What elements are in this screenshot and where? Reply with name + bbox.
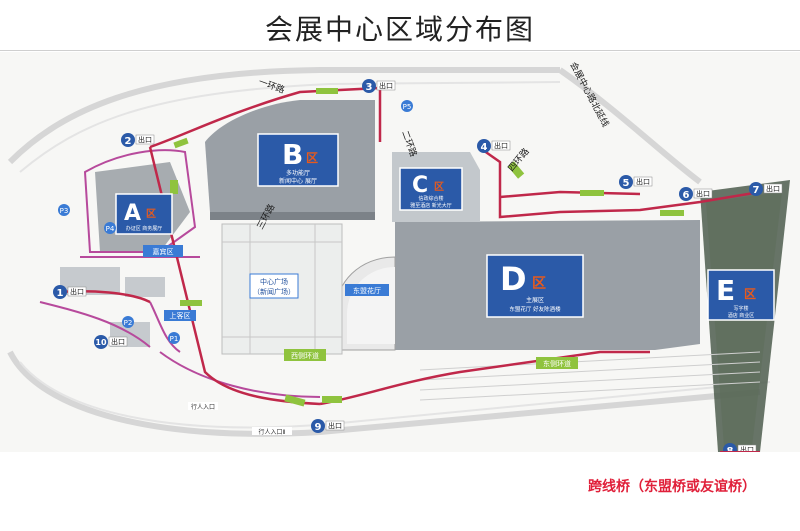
svg-text:出口: 出口 — [740, 445, 754, 452]
svg-text:行人入口: 行人入口 — [191, 403, 215, 411]
svg-text:8: 8 — [727, 446, 734, 452]
pedestrian-entrance-1: 行人入口 — [188, 402, 218, 411]
svg-text:P4: P4 — [106, 225, 115, 233]
svg-text:1: 1 — [57, 288, 64, 299]
svg-text:7: 7 — [753, 185, 760, 196]
west-ring-badge-bg — [284, 349, 326, 361]
zone-d-label-box — [486, 254, 584, 318]
rail-lines — [419, 351, 761, 401]
zone-a-desc: 办证区 商务展厅 — [126, 225, 163, 232]
parking-p5: P5 — [401, 100, 413, 112]
title-divider — [0, 50, 800, 51]
west-ring-label: 西侧环道 — [291, 351, 319, 360]
svg-text:P2: P2 — [124, 319, 133, 327]
gate-1: 1 出口 — [53, 285, 87, 299]
vip-area-label: 上客区 — [170, 311, 191, 320]
svg-text:10: 10 — [95, 338, 107, 347]
parking-p2: P2 — [122, 316, 134, 328]
svg-text:行人入口Ⅱ: 行人入口Ⅱ — [259, 428, 286, 436]
gate-2: 2 出口 — [121, 133, 155, 147]
central-plaza-box — [249, 273, 299, 299]
gate-8: 8 出口 — [723, 443, 757, 452]
zone-c-desc1: 信政综合楼 — [418, 195, 443, 202]
svg-text:P3: P3 — [60, 207, 69, 215]
svg-text:2: 2 — [125, 136, 132, 147]
svg-text:P1: P1 — [170, 335, 179, 343]
gate-7: 7 出口 — [749, 182, 783, 196]
gate-6: 6 出口 — [679, 187, 713, 201]
zone-d-letter: D — [500, 260, 527, 298]
parking-p1: P1 — [168, 332, 180, 344]
zone-d-desc2: 东盟花厅 好友陈酒楼 — [509, 305, 561, 313]
svg-text:出口: 出口 — [494, 141, 508, 150]
svg-text:9: 9 — [315, 422, 322, 433]
zone-c-qu: 区 — [434, 181, 444, 193]
zone-e-qu: 区 — [744, 287, 756, 301]
purple-roads — [39, 149, 321, 398]
venue-map: 西侧环道 东侧环道 一环路 二环路 三环路 四环路 会展中心路北延线 B 区 多… — [0, 52, 800, 452]
zone-a-letter: A — [124, 201, 141, 226]
zone-a-qu: 区 — [146, 208, 156, 220]
flower-hall-box — [345, 284, 389, 296]
svg-text:出口: 出口 — [636, 177, 650, 186]
zone-c-letter: C — [412, 173, 428, 198]
zone-e-letter: E — [716, 274, 735, 307]
parking-p4: P4 — [104, 222, 116, 234]
zone-d-desc1: 主展区 — [526, 296, 544, 304]
zone-c-desc2: 雅至酒店 新光大厅 — [410, 202, 452, 209]
svg-text:出口: 出口 — [379, 81, 393, 90]
svg-text:6: 6 — [683, 190, 690, 201]
gate-3: 3 出口 — [362, 79, 396, 93]
gate-10: 10 出口 — [94, 335, 128, 349]
central-plaza-label-2: （新闻广场） — [253, 287, 295, 296]
zone-b-desc1: 多功能厅 — [286, 169, 310, 177]
green-road-segments — [170, 88, 684, 407]
svg-text:4: 4 — [481, 142, 488, 153]
svg-text:出口: 出口 — [696, 189, 710, 198]
page-title: 会展中心区域分布图 — [264, 13, 535, 46]
guest-area-label: 嘉宾区 — [153, 247, 174, 256]
svg-text:出口: 出口 — [138, 135, 152, 144]
pedestrian-entrance-2: 行人入口Ⅱ — [252, 427, 292, 436]
zone-e-label-box — [707, 269, 775, 321]
east-ring-label: 东侧环道 — [543, 359, 571, 368]
guest-area-box — [143, 245, 183, 257]
svg-text:3: 3 — [366, 82, 373, 93]
svg-text:出口: 出口 — [70, 287, 84, 296]
zone-b-desc2: 新闻中心 展厅 — [279, 177, 317, 185]
zone-e-desc1: 写字楼 — [733, 305, 748, 312]
central-plaza-label-1: 中心广场 — [260, 277, 288, 286]
zone-c-label-box — [399, 167, 463, 211]
zone-b-qu: 区 — [306, 151, 318, 165]
parking-p3: P3 — [58, 204, 70, 216]
zone-e-desc2: 酒店 商业区 — [728, 312, 755, 319]
zone-d-qu: 区 — [532, 276, 546, 292]
svg-text:出口: 出口 — [766, 184, 780, 193]
gate-4: 4 出口 — [477, 139, 511, 153]
gate-5: 5 出口 — [619, 175, 653, 189]
gate-9: 9 出口 — [311, 419, 345, 433]
east-ring-badge-bg — [536, 357, 578, 369]
flower-hall-label: 东盟花厅 — [353, 286, 381, 295]
zone-a-label-box — [115, 193, 173, 235]
zone-b-label-box — [257, 133, 339, 187]
vip-area-box — [164, 310, 196, 321]
svg-text:出口: 出口 — [111, 337, 125, 346]
svg-text:出口: 出口 — [328, 421, 342, 430]
svg-text:P5: P5 — [403, 103, 412, 111]
svg-text:5: 5 — [623, 178, 630, 189]
overpass-caption: 跨线桥（东盟桥或友谊桥） — [588, 479, 756, 495]
zone-b-letter: B — [282, 138, 303, 171]
